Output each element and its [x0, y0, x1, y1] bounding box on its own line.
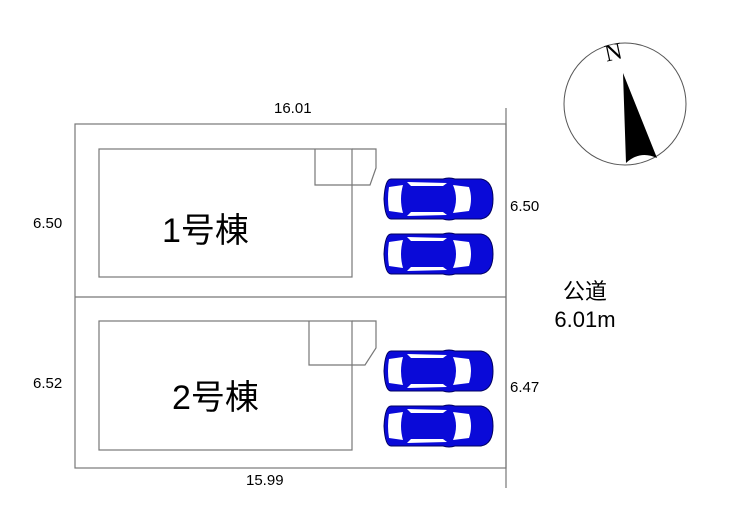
building-1-footprint — [98, 148, 377, 278]
dimension-top: 16.01 — [274, 100, 312, 117]
car-icon — [383, 404, 494, 448]
building-1-label: 1号棟 — [162, 212, 249, 250]
car-icon — [383, 177, 494, 221]
dimension-right-lower: 6.47 — [510, 379, 540, 396]
road-label: 公道 6.01m — [540, 278, 630, 334]
dimension-bottom: 15.99 — [246, 472, 284, 489]
car-icon — [383, 232, 494, 276]
building-2-footprint — [98, 320, 377, 451]
dimension-right-upper: 6.50 — [510, 198, 540, 215]
road-width: 6.01m — [554, 307, 616, 332]
building-2-label: 2号棟 — [172, 379, 259, 417]
north-compass-icon — [563, 42, 687, 166]
lot-boundary — [74, 108, 507, 488]
dimension-left-upper: 6.50 — [33, 215, 63, 232]
dimension-left-lower: 6.52 — [33, 375, 63, 392]
car-icon — [383, 349, 494, 393]
road-name: 公道 — [562, 279, 607, 304]
